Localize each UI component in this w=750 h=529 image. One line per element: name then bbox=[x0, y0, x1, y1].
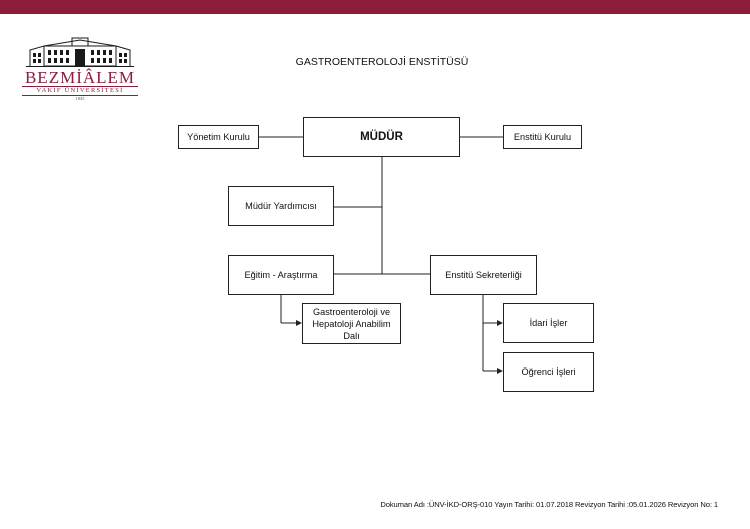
secretariat-box: Enstitü Sekreterliği bbox=[430, 255, 537, 295]
building-icon bbox=[26, 37, 134, 67]
logo-year: 1845 bbox=[75, 96, 85, 101]
logo-divider bbox=[22, 85, 138, 87]
institute-board-box: Enstitü Kurulu bbox=[503, 125, 582, 149]
student-affairs-box: Öğrenci İşleri bbox=[503, 352, 594, 392]
document-footer: Dokuman Adı :ÜNV-İKD-ORŞ-010 Yayın Tarih… bbox=[380, 500, 718, 509]
logo-name: BEZMİÂLEM bbox=[24, 68, 136, 87]
director-box: MÜDÜR bbox=[303, 117, 460, 157]
university-logo: BEZMİÂLEM VAKIF ÜNİVERSİTESİ 1845 bbox=[22, 36, 138, 108]
admin-affairs-box: İdari İşler bbox=[503, 303, 594, 343]
logo-divider bbox=[22, 94, 138, 96]
header-accent-bar bbox=[0, 0, 750, 14]
page-title: GASTROENTEROLOJİ ENSTİTÜSÜ bbox=[295, 56, 469, 68]
executive-board-box: Yönetim Kurulu bbox=[178, 125, 259, 149]
education-research-box: Eğitim - Araştırma bbox=[228, 255, 334, 295]
logo-subtitle: VAKIF ÜNİVERSİTESİ bbox=[36, 87, 124, 94]
department-box: Gastroenteroloji ve Hepatoloji Anabilim … bbox=[302, 303, 401, 344]
deputy-director-box: Müdür Yardımcısı bbox=[228, 186, 334, 226]
